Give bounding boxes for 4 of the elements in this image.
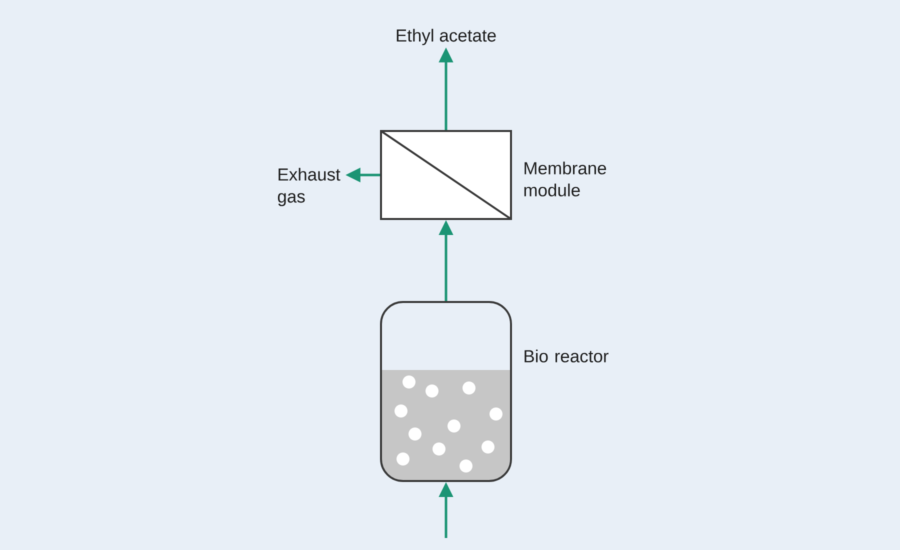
- unit-label: Membrane module: [524, 162, 606, 196]
- unit-label: Bio reactor: [524, 350, 608, 362]
- stream-label: Ethyl acetate: [396, 28, 496, 46]
- stream-label: Exhaust gas: [278, 168, 340, 206]
